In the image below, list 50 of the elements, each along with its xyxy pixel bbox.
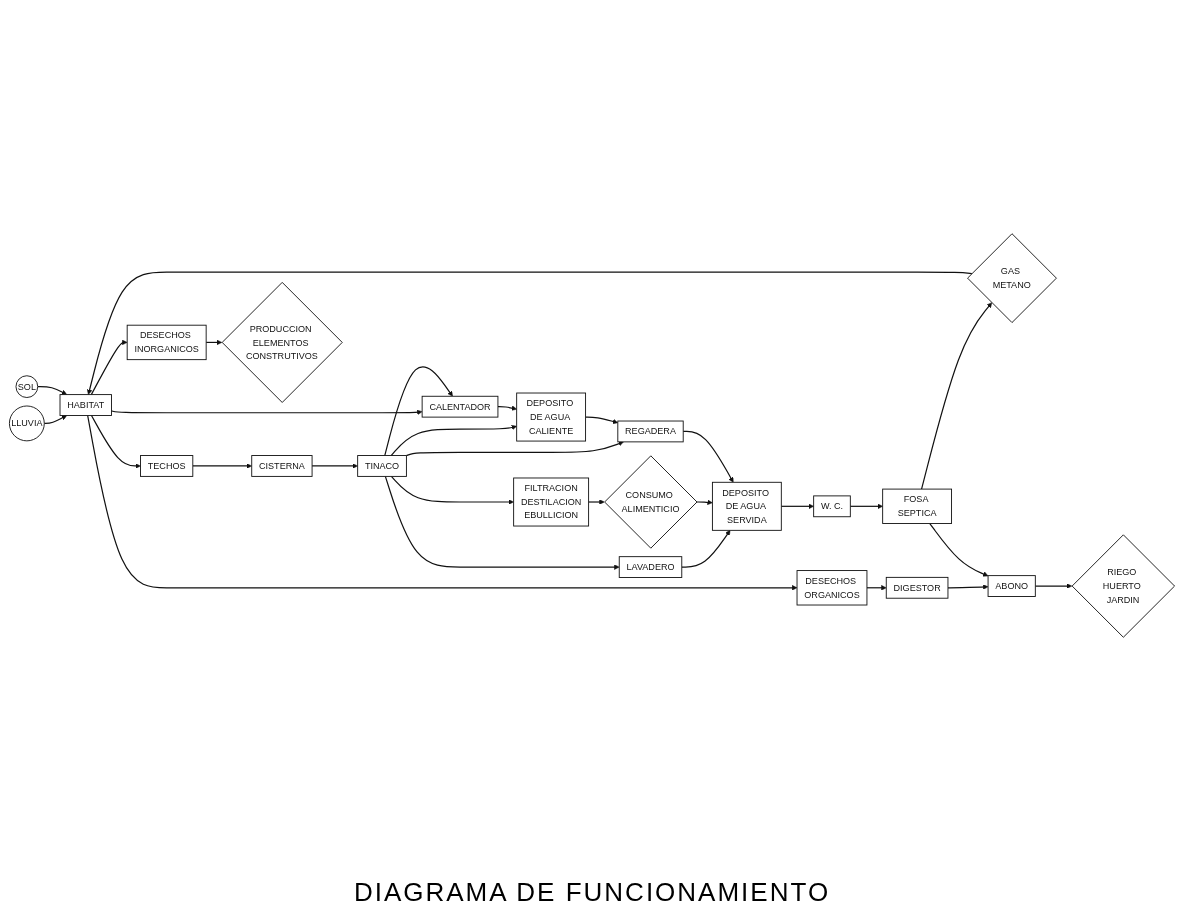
node-circle: LLUVIA <box>8 405 45 442</box>
arrow <box>90 414 141 469</box>
node-box: FILTRACION DESTILACION EBULLICION <box>513 477 590 527</box>
arrow <box>90 339 128 396</box>
node-box: FOSA SEPTICA <box>882 488 952 524</box>
node-box: DESECHOS ORGANICOS <box>796 570 868 606</box>
node-box: DIGESTOR <box>885 576 949 599</box>
node-box: CALENTADOR <box>421 395 499 418</box>
arrow <box>497 405 517 411</box>
node-circle: SOL <box>15 375 39 398</box>
node-box: TECHOS <box>140 455 194 477</box>
arrow <box>390 424 517 457</box>
diagram-caption: DIAGRAMA DE FUNCIONAMIENTO <box>353 877 831 908</box>
node-box: ABONO <box>987 575 1036 597</box>
node-box: CISTERNA <box>251 455 313 477</box>
arrow <box>384 366 453 457</box>
arrow <box>780 503 814 509</box>
node-box: HABITAT <box>59 394 112 416</box>
node-box: W. C. <box>813 495 851 518</box>
arrow <box>849 503 883 509</box>
arrow <box>920 302 992 490</box>
arrow <box>584 416 619 425</box>
arrow <box>682 430 734 483</box>
arrow <box>110 409 423 415</box>
arrow <box>681 530 731 568</box>
arrow <box>866 585 887 591</box>
node-box: TINACO <box>357 455 407 477</box>
arrow <box>696 499 713 505</box>
arrow <box>86 271 973 395</box>
arrow <box>205 339 223 346</box>
arrow <box>929 522 989 577</box>
arrow <box>588 499 605 505</box>
node-box: LAVADERO <box>618 556 683 578</box>
arrow <box>37 386 67 395</box>
node-box: REGADERA <box>617 420 684 443</box>
arrow <box>947 584 989 590</box>
arrow <box>87 414 798 591</box>
node-box: DESECHOS INORGANICOS <box>126 324 207 361</box>
arrow <box>390 475 514 505</box>
arrow <box>405 441 624 457</box>
node-diamond: RIEGO HUERTO JARDIN <box>1071 534 1176 638</box>
node-diamond: PRODUCCION ELEMENTOS CONSTRUTIVOS <box>221 281 343 403</box>
node-box: DEPOSITO DE AGUA CALIENTE <box>516 392 587 442</box>
arrow <box>192 463 252 469</box>
arrow <box>43 415 67 425</box>
arrow <box>311 463 358 469</box>
arrow <box>1034 583 1073 589</box>
node-diamond: GAS METANO <box>967 233 1057 324</box>
node-box: DEPOSITO DE AGUA SERVIDA <box>711 481 782 531</box>
node-diamond: CONSUMO ALIMENTICIO <box>604 455 698 549</box>
